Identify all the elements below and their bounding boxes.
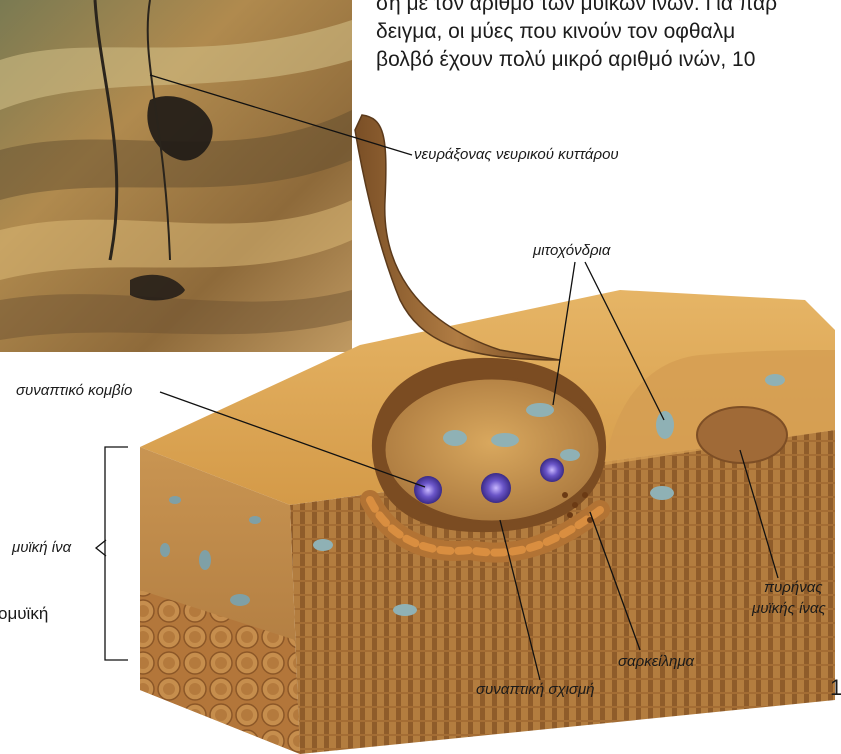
- label-mitochondria: μιτοχόνδρια: [533, 242, 610, 259]
- page-number-fragment: 1: [830, 675, 841, 701]
- label-neuromuscular-fragment: ομυϊκή: [0, 604, 48, 624]
- label-muscle-fiber: μυϊκή ίνα: [12, 539, 71, 556]
- micrograph-inset: [0, 0, 352, 352]
- label-nucleus-line2: μυϊκής ίνας: [752, 600, 826, 617]
- label-axon: νευράξονας νευρικού κυττάρου: [414, 146, 619, 163]
- label-sarcolemma: σαρκείλημα: [618, 653, 694, 670]
- label-nucleus-line1: πυρήνας: [764, 579, 823, 596]
- synaptic-knob: [372, 358, 606, 532]
- label-synaptic-cleft: συναπτική σχισμή: [476, 681, 595, 698]
- label-synaptic-knob: συναπτικό κομβίο: [16, 382, 132, 399]
- muscle-fiber-bracket: [105, 447, 128, 660]
